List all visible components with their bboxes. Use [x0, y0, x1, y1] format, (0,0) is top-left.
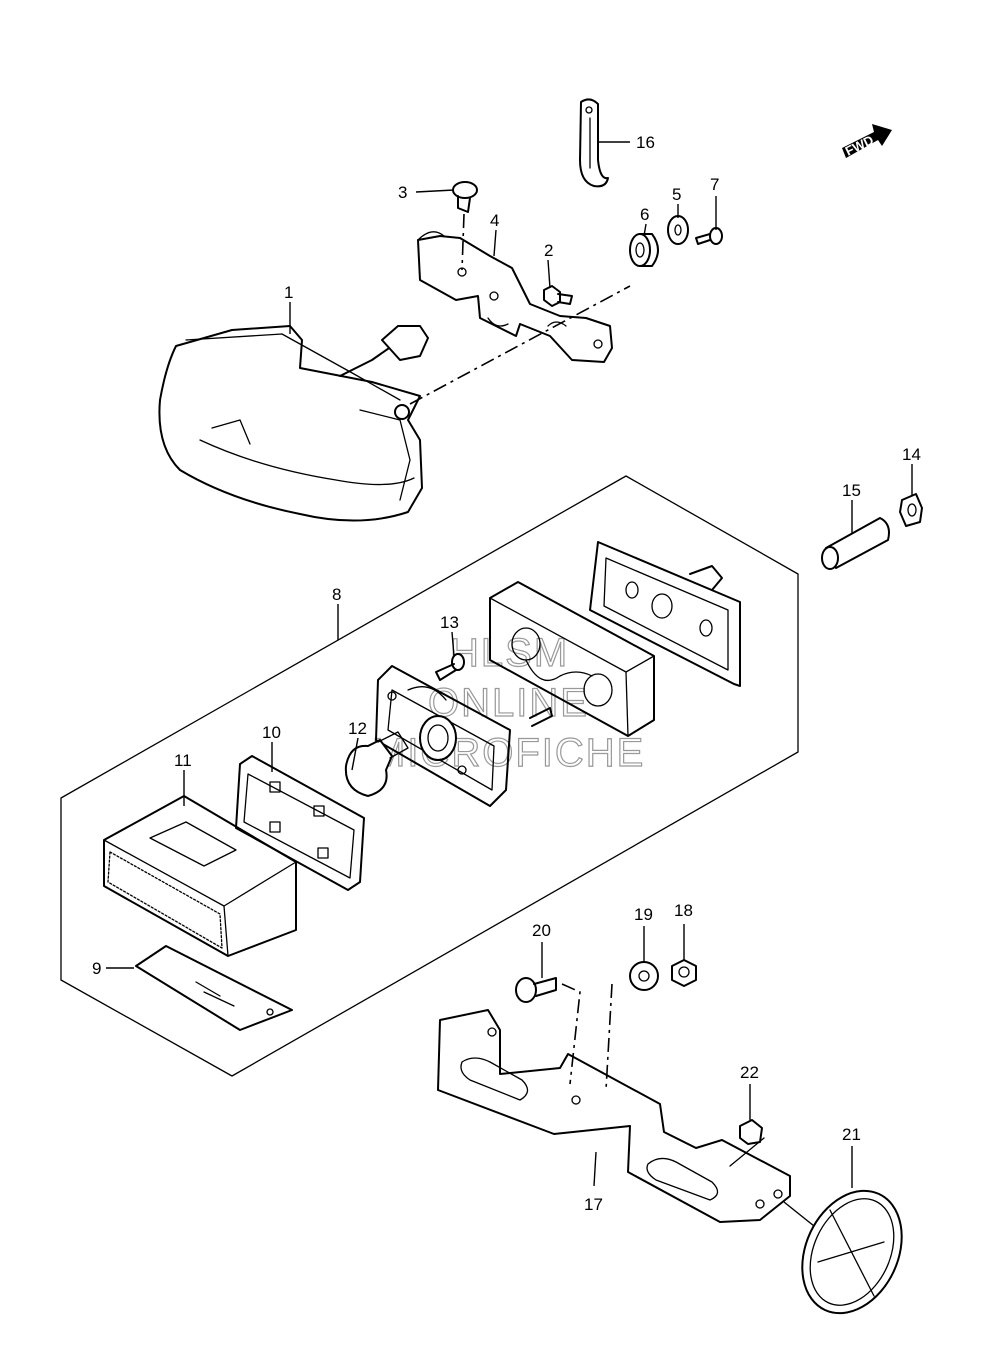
part-14-nut: [899, 493, 923, 527]
callout-20: 20: [532, 921, 551, 940]
watermark-line-1: HLSM: [450, 631, 569, 675]
callout-12: 12: [348, 719, 367, 738]
callout-3: 3: [398, 183, 407, 202]
callout-13: 13: [440, 613, 459, 632]
callout-21: 21: [842, 1125, 861, 1144]
part-7-screw: [695, 227, 723, 245]
part-9-plate: [135, 945, 293, 1031]
part-18-nut: [671, 959, 697, 987]
part-1-tail-light: [158, 325, 429, 522]
part-8-kit-outline: [60, 475, 799, 1077]
rear-gasket: [589, 541, 741, 687]
callout-11: 11: [174, 751, 192, 770]
callout-7: 7: [710, 175, 719, 194]
leader-lines: [106, 141, 913, 1188]
fwd-label: FWD: [843, 132, 876, 158]
part-11-lens: [103, 795, 297, 957]
callout-15: 15: [842, 481, 861, 500]
part-21-reflector: [801, 1189, 903, 1315]
part-10-gasket: [235, 755, 365, 891]
part-13-screws: [435, 653, 553, 727]
callout-10: 10: [262, 723, 281, 742]
callout-5: 5: [672, 185, 681, 204]
part-19-washer: [629, 961, 659, 991]
part-15-collar: [821, 517, 890, 570]
part-12-bulb: [344, 731, 409, 797]
part-2-bolt: [543, 285, 573, 307]
part-16-strap: [579, 98, 609, 188]
part-5-washer: [667, 215, 689, 245]
part-22-nut: [739, 1119, 763, 1145]
lamp-housing: [489, 581, 655, 737]
watermark-line-2: ONLINE: [428, 681, 589, 725]
callout-14: 14: [902, 445, 921, 464]
callout-16: 16: [636, 133, 655, 152]
callout-9: 9: [92, 959, 101, 978]
callout-22: 22: [740, 1063, 759, 1082]
callout-17: 17: [584, 1195, 603, 1214]
part-3-screw: [452, 181, 478, 213]
callout-19: 19: [634, 905, 653, 924]
callout-8: 8: [332, 585, 341, 604]
fwd-arrow-icon: FWD: [842, 124, 892, 159]
callout-1: 1: [284, 283, 293, 302]
callout-2: 2: [544, 241, 553, 260]
callout-6: 6: [640, 205, 649, 224]
callout-4: 4: [490, 211, 499, 230]
part-17-bracket: [437, 1009, 791, 1223]
part-4-bracket: [417, 231, 613, 363]
callout-labels: 1 2 3 4 5 6 7 8 9 10 11 12 13 14 15 16 1…: [92, 133, 921, 1214]
part-20-bolt: [515, 977, 557, 1003]
socket-plate: [375, 665, 511, 807]
callout-18: 18: [674, 901, 693, 920]
part-6-grommet: [629, 233, 659, 267]
